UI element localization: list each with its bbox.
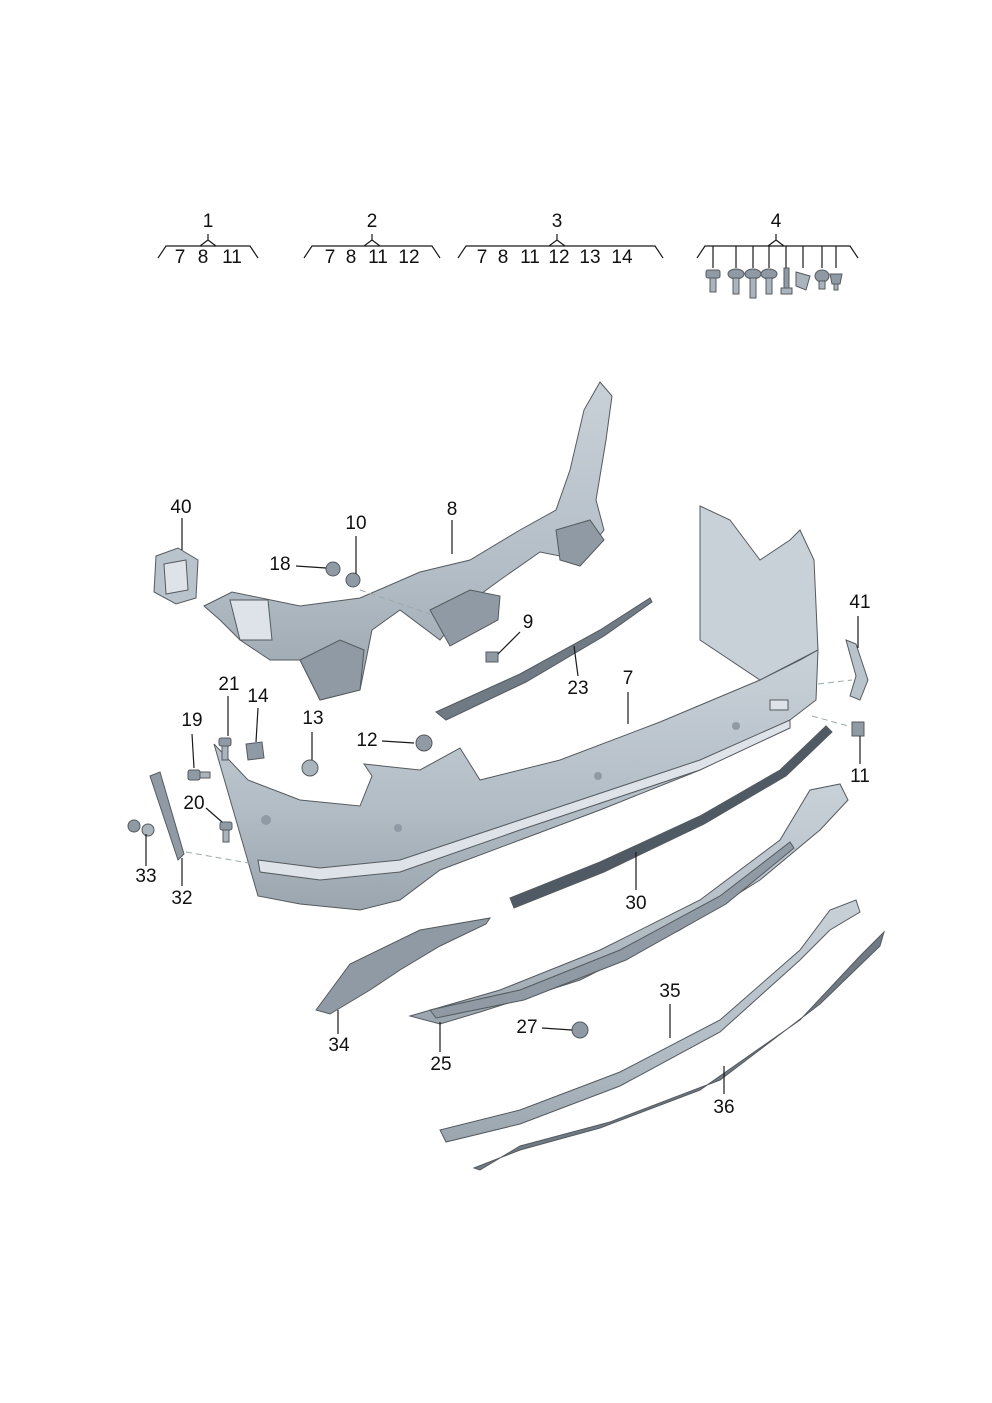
callout-20: 20	[183, 793, 223, 823]
callout-25: 25	[430, 1022, 452, 1075]
svg-text:11: 11	[850, 766, 870, 787]
svg-text:20: 20	[183, 793, 204, 814]
part-25-diffuser	[408, 783, 849, 1025]
callout-33: 33	[135, 834, 157, 887]
screw-icon	[727, 268, 745, 295]
callout-11: 11	[850, 736, 870, 787]
svg-text:36: 36	[713, 1097, 734, 1118]
screw-icon	[705, 269, 721, 293]
callout-12: 12	[356, 730, 415, 751]
part-35-lower-trim	[439, 899, 861, 1143]
group-1-member: 7	[175, 247, 186, 268]
group-2-member: 11	[368, 247, 388, 268]
group-3-member: 14	[611, 247, 633, 268]
group-4: 4	[696, 211, 859, 299]
part-9-clip	[485, 651, 499, 663]
callout-35: 35	[659, 981, 681, 1038]
part-36-lower-strip	[472, 930, 886, 1171]
svg-text:23: 23	[567, 678, 588, 699]
group-1-member: 8	[198, 247, 209, 268]
pin-icon	[780, 267, 793, 295]
screw-icon	[744, 268, 762, 299]
part-19-screw	[187, 769, 211, 781]
svg-text:25: 25	[430, 1054, 451, 1075]
group-2: 2 7 8 11 12	[303, 211, 441, 268]
group-2-member: 12	[398, 247, 419, 268]
group-3: 3 7 8 11 12 13 14	[457, 211, 664, 268]
callout-13: 13	[302, 708, 324, 760]
part-21-screw	[218, 737, 232, 761]
callout-40: 40	[170, 497, 192, 550]
group-1: 1 7 8 11	[157, 211, 259, 268]
group-2-member: 7	[325, 247, 336, 268]
part-8-carrier	[203, 381, 613, 701]
group-1-number: 1	[203, 211, 214, 232]
svg-text:32: 32	[171, 888, 192, 909]
svg-text:30: 30	[625, 893, 646, 914]
part-12-nut	[415, 734, 433, 752]
callout-7: 7	[623, 668, 634, 724]
part-10-nut	[345, 572, 361, 588]
svg-text:21: 21	[218, 674, 239, 695]
svg-text:18: 18	[269, 554, 290, 575]
svg-text:41: 41	[849, 592, 870, 613]
clip-icon	[795, 271, 811, 291]
svg-text:13: 13	[302, 708, 323, 729]
svg-text:9: 9	[523, 612, 534, 633]
group-1-member: 11	[222, 247, 242, 268]
part-33-clip	[127, 819, 155, 837]
callout-18: 18	[269, 554, 327, 575]
svg-text:8: 8	[447, 499, 458, 520]
callout-10: 10	[345, 513, 367, 574]
part-7-bumper-cover	[213, 505, 819, 911]
callout-34: 34	[328, 1010, 350, 1056]
part-34-bracket	[315, 917, 492, 1015]
clip-icon	[814, 269, 830, 290]
part-11-clip	[851, 721, 865, 737]
group-2-member: 8	[346, 247, 357, 268]
screw-icon	[760, 268, 778, 295]
svg-text:33: 33	[135, 866, 156, 887]
part-14-clip	[245, 741, 265, 761]
group-4-number: 4	[771, 211, 782, 232]
callout-23: 23	[567, 645, 589, 699]
part-32-side-strip	[149, 771, 185, 861]
svg-text:12: 12	[356, 730, 377, 751]
callout-19: 19	[181, 710, 203, 769]
group-3-member: 8	[498, 247, 509, 268]
svg-text:34: 34	[328, 1035, 350, 1056]
part-40-bracket	[153, 547, 199, 605]
svg-text:19: 19	[181, 710, 202, 731]
part-20-screw	[219, 821, 233, 843]
group-3-number: 3	[552, 211, 563, 232]
svg-text:14: 14	[247, 686, 269, 707]
svg-text:7: 7	[623, 668, 634, 689]
group-3-member: 12	[548, 247, 569, 268]
svg-text:35: 35	[659, 981, 680, 1002]
svg-text:10: 10	[345, 513, 366, 534]
group-3-member: 7	[477, 247, 488, 268]
svg-text:40: 40	[170, 497, 191, 518]
callout-30: 30	[625, 852, 647, 914]
callout-27: 27	[516, 1017, 573, 1038]
callout-9: 9	[497, 612, 534, 655]
part-13-nut	[301, 759, 319, 777]
callout-36: 36	[713, 1066, 735, 1118]
part-27-nut	[571, 1021, 589, 1039]
part-18-nut	[325, 561, 341, 577]
group-3-member: 13	[579, 247, 600, 268]
clip-icon	[829, 273, 843, 291]
callout-21: 21	[218, 674, 240, 736]
callout-41: 41	[849, 592, 871, 648]
svg-text:27: 27	[516, 1017, 537, 1038]
group-3-member: 11	[520, 247, 540, 268]
part-41-bracket	[845, 639, 869, 701]
callout-8: 8	[447, 499, 458, 554]
group-2-number: 2	[367, 211, 378, 232]
callout-14: 14	[247, 686, 269, 743]
callout-32: 32	[171, 858, 193, 909]
part-23-trim-strip	[435, 597, 653, 721]
part-30-grille-strip	[509, 725, 833, 909]
